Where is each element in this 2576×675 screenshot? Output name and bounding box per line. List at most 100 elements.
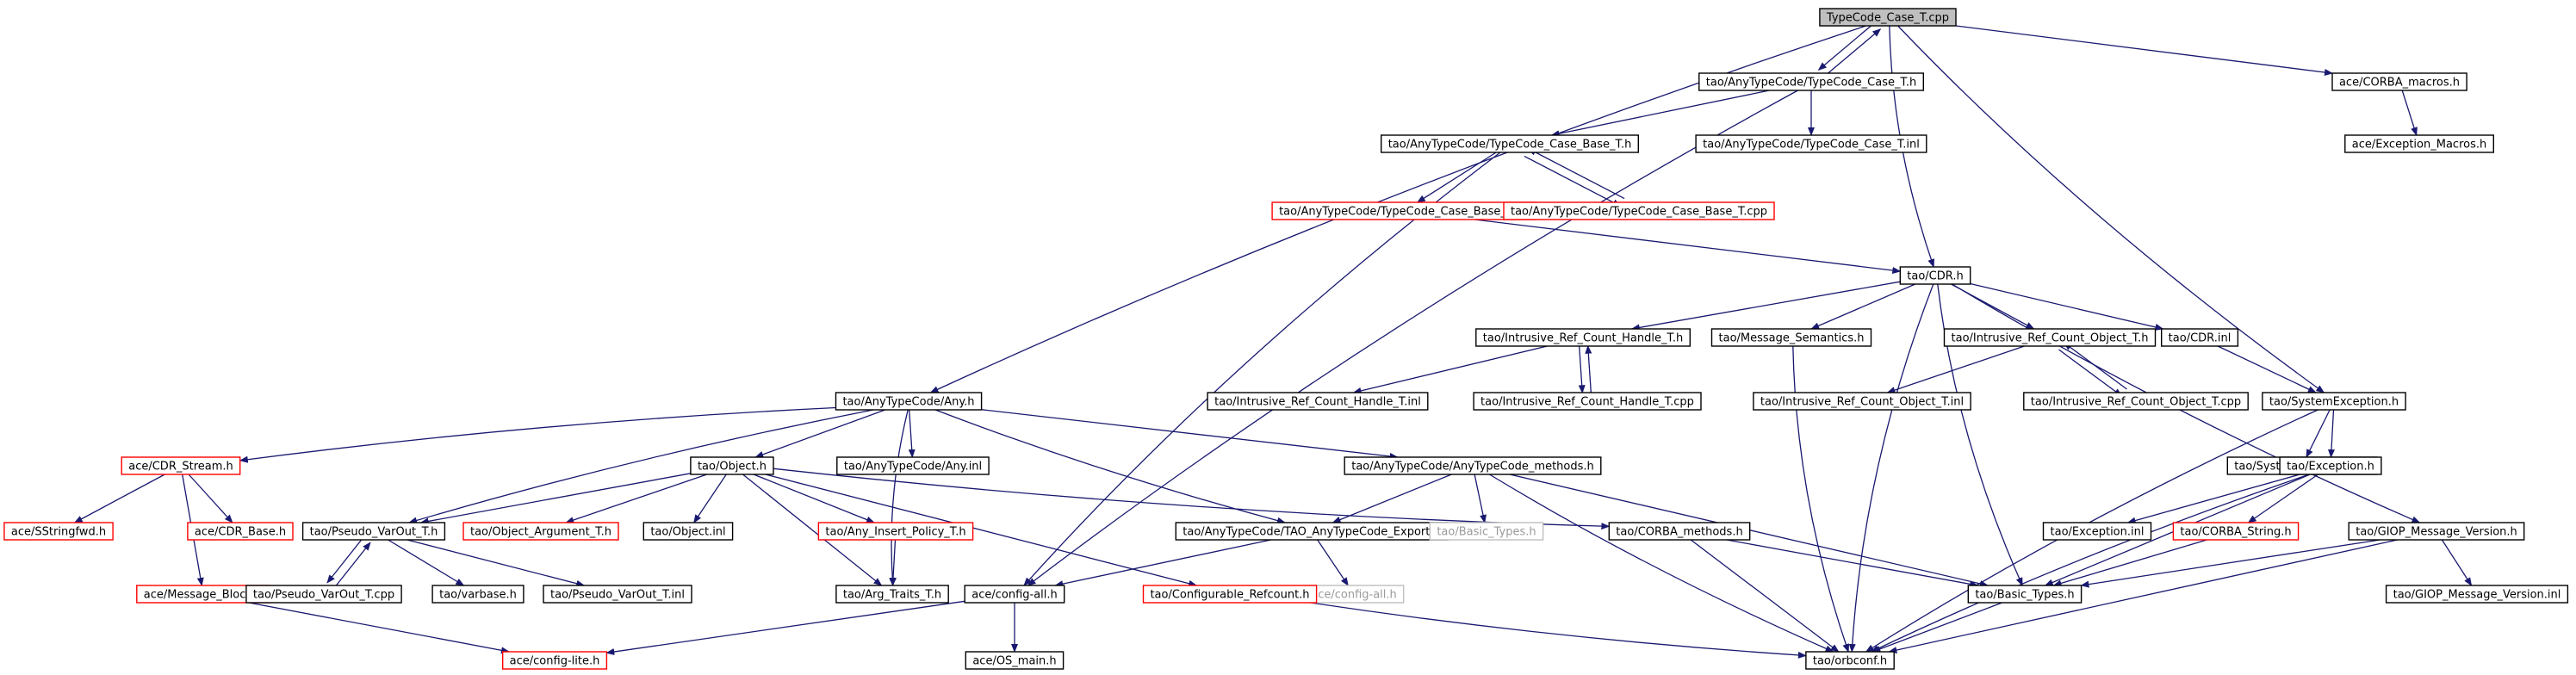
node-obj-inl[interactable]: tao/Object.inl bbox=[642, 522, 734, 541]
node-box bbox=[1967, 585, 2083, 604]
node-exc-macros[interactable]: ace/Exception_Macros.h bbox=[2344, 134, 2495, 153]
node-box bbox=[2042, 522, 2152, 541]
node-pvo-h[interactable]: tao/Pseudo_VarOut_T.h bbox=[301, 522, 446, 541]
node-box bbox=[1899, 266, 1971, 285]
node-box bbox=[836, 456, 990, 475]
node-label: tao/Object.inl bbox=[650, 526, 725, 539]
node-corba-macros[interactable]: ace/CORBA_macros.h bbox=[2331, 72, 2467, 91]
node-exc-inl[interactable]: tao/Exception.inl bbox=[2042, 522, 2152, 541]
edge-irch_h-to-irch_cpp bbox=[1578, 346, 1586, 394]
node-label: tao/AnyTypeCode/TypeCode_Case_T.h bbox=[1706, 77, 1916, 90]
node-config-all[interactable]: ace/config-all.h bbox=[964, 585, 1065, 604]
node-label: tao/AnyTypeCode/TypeCode_Case_Base_T.h bbox=[1388, 139, 1632, 152]
node-box bbox=[642, 522, 734, 541]
node-label: tao/Intrusive_Ref_Count_Object_T.inl bbox=[1760, 396, 1964, 409]
node-tcct-inl[interactable]: tao/AnyTypeCode/TypeCode_Case_T.inl bbox=[1695, 134, 1927, 153]
node-cdr-base[interactable]: ace/CDR_Base.h bbox=[187, 522, 294, 541]
node-label: tao/Intrusive_Ref_Count_Handle_T.cpp bbox=[1480, 396, 1694, 409]
edge-root-to-corba_macros bbox=[1956, 25, 2333, 76]
node-label: ace/CDR_Base.h bbox=[195, 526, 286, 539]
nodes-layer: TypeCode_Case_T.cpp tao/AnyTypeCode/TypeC… bbox=[3, 8, 2569, 670]
node-irco-cpp[interactable]: tao/Intrusive_Ref_Count_Object_T.cpp bbox=[2023, 392, 2249, 411]
node-label: tao/Exception.h bbox=[2287, 461, 2374, 474]
node-irch-inl[interactable]: tao/Intrusive_Ref_Count_Handle_T.inl bbox=[1207, 392, 1429, 411]
node-box bbox=[502, 651, 608, 670]
node-giop-inl[interactable]: tao/GIOP_Message_Version.inl bbox=[2385, 585, 2569, 604]
node-irch-h[interactable]: tao/Intrusive_Ref_Count_Handle_T.h bbox=[1475, 328, 1691, 347]
node-label: tao/AnyTypeCode/Any.h bbox=[842, 396, 974, 409]
node-label: tao/AnyTypeCode/TAO_AnyTypeCode_Export.h bbox=[1182, 526, 1440, 539]
edge-corba_methods-to-orbconf bbox=[1690, 539, 1840, 653]
node-atc-methods[interactable]: tao/AnyTypeCode/AnyTypeCode_methods.h bbox=[1344, 456, 1602, 475]
edge-any_h-to-object_h bbox=[754, 409, 885, 458]
node-pvo-inl[interactable]: tao/Pseudo_VarOut_T.inl bbox=[543, 585, 692, 604]
edge-object_h-to-conf_ref bbox=[765, 474, 1198, 587]
node-irco-inl[interactable]: tao/Intrusive_Ref_Count_Object_T.inl bbox=[1753, 392, 1971, 411]
node-box bbox=[965, 651, 1065, 670]
node-label: tao/AnyTypeCode/TypeCode_Case_T.inl bbox=[1703, 139, 1920, 152]
node-os-main[interactable]: ace/OS_main.h bbox=[965, 651, 1065, 670]
node-box bbox=[2331, 72, 2467, 91]
node-label: tao/AnyTypeCode/Any.inl bbox=[844, 461, 982, 474]
node-msgsem[interactable]: tao/Message_Semantics.h bbox=[1710, 328, 1872, 347]
node-object-h[interactable]: tao/Object.h bbox=[690, 456, 774, 475]
edge-cdr_h-to-irch_h bbox=[1630, 281, 1901, 331]
edge-atc_export-to-config_all bbox=[1054, 539, 1271, 588]
edge-atc_methods-to-basic_grey bbox=[1474, 474, 1487, 523]
node-corba-methods[interactable]: tao/CORBA_methods.h bbox=[1608, 522, 1751, 541]
node-label: tao/orbconf.h bbox=[1813, 655, 1887, 668]
node-msg-block[interactable]: ace/Message_Block.h bbox=[136, 585, 271, 604]
node-cdr-stream[interactable]: ace/CDR_Stream.h bbox=[121, 456, 241, 475]
node-label: tao/AnyTypeCode/AnyTypeCode_methods.h bbox=[1351, 461, 1594, 474]
node-cdr-h[interactable]: tao/CDR.h bbox=[1899, 266, 1971, 285]
node-giop-h[interactable]: tao/GIOP_Message_Version.h bbox=[2348, 522, 2525, 541]
node-label: tao/Object.h bbox=[698, 461, 767, 474]
node-any-h[interactable]: tao/AnyTypeCode/Any.h bbox=[835, 392, 983, 411]
node-sysexc-h[interactable]: tao/SystemException.h bbox=[2262, 392, 2406, 411]
edge-object_h-to-pvo_h bbox=[419, 473, 692, 525]
node-box bbox=[2385, 585, 2569, 604]
node-tccbase-cpp[interactable]: tao/AnyTypeCode/TypeCode_Case_Base_T.cpp bbox=[1503, 201, 1775, 220]
node-objarg[interactable]: tao/Object_Argument_T.h bbox=[462, 522, 619, 541]
node-irco-h[interactable]: tao/Intrusive_Ref_Count_Object_T.h bbox=[1943, 328, 2157, 347]
node-config-lite[interactable]: ace/config-lite.h bbox=[502, 651, 608, 670]
node-root[interactable]: TypeCode_Case_T.cpp bbox=[1819, 8, 1957, 27]
node-box bbox=[1473, 392, 1702, 411]
node-label: tao/Object_Argument_T.h bbox=[470, 526, 611, 539]
node-sstringfwd[interactable]: ace/SStringfwd.h bbox=[3, 522, 114, 541]
node-varbase[interactable]: tao/varbase.h bbox=[431, 585, 525, 604]
node-anyins[interactable]: tao/Any_Insert_Policy_T.h bbox=[817, 522, 974, 541]
edge-any_h-to-argtraits bbox=[889, 409, 909, 586]
node-atc-export[interactable]: tao/AnyTypeCode/TAO_AnyTypeCode_Export.h bbox=[1175, 522, 1449, 541]
node-corba-string[interactable]: tao/CORBA_String.h bbox=[2172, 522, 2300, 541]
node-basic-types[interactable]: tao/Basic_Types.h bbox=[1967, 585, 2083, 604]
node-tcct-h[interactable]: tao/AnyTypeCode/TypeCode_Case_T.h bbox=[1698, 72, 1925, 91]
node-argtraits[interactable]: tao/Arg_Traits_T.h bbox=[835, 585, 949, 604]
node-label: ace/config-all.h bbox=[1311, 589, 1397, 602]
node-pvo-cpp[interactable]: tao/Pseudo_VarOut_T.cpp bbox=[245, 585, 402, 604]
node-any-inl[interactable]: tao/AnyTypeCode/Any.inl bbox=[836, 456, 990, 475]
node-box bbox=[1503, 201, 1775, 220]
node-label: tao/Arg_Traits_T.h bbox=[843, 589, 941, 602]
node-box bbox=[1710, 328, 1872, 347]
node-irch-cpp[interactable]: tao/Intrusive_Ref_Count_Handle_T.cpp bbox=[1473, 392, 1702, 411]
node-box bbox=[1608, 522, 1751, 541]
node-cdr-inl[interactable]: tao/CDR.inl bbox=[2160, 328, 2239, 347]
edge-anyins-to-argtraits bbox=[890, 539, 897, 586]
node-box bbox=[1142, 585, 1318, 604]
node-orbconf[interactable]: tao/orbconf.h bbox=[1805, 651, 1895, 670]
edge-any_h-to-pvo_h bbox=[408, 409, 874, 524]
node-tccbase-inl[interactable]: tao/AnyTypeCode/TypeCode_Case_Base_T.inl bbox=[1271, 201, 1536, 220]
node-label: tao/AnyTypeCode/TypeCode_Case_Base_T.inl bbox=[1279, 206, 1529, 219]
edge-irco_cpp-to-irco_h bbox=[2063, 342, 2127, 390]
edge-giop_h-to-orbconf bbox=[1888, 539, 2398, 653]
edge-corba_macros-to-exc_macros bbox=[2401, 90, 2418, 136]
node-label: ace/SStringfwd.h bbox=[11, 526, 106, 539]
node-label: tao/Pseudo_VarOut_T.h bbox=[310, 526, 438, 539]
node-tccbase-h[interactable]: tao/AnyTypeCode/TypeCode_Case_Base_T.h bbox=[1380, 134, 1639, 153]
edge-cdr_h-to-cdr_inl bbox=[1970, 282, 2164, 331]
edge-cdr_stream-to-cdr_base bbox=[188, 474, 233, 523]
node-conf-ref[interactable]: tao/Configurable_Refcount.h bbox=[1142, 585, 1318, 604]
edge-tccbase_h-to-tccbase_inl bbox=[1416, 152, 1497, 203]
node-exc-h[interactable]: tao/Exception.h bbox=[2279, 456, 2382, 475]
